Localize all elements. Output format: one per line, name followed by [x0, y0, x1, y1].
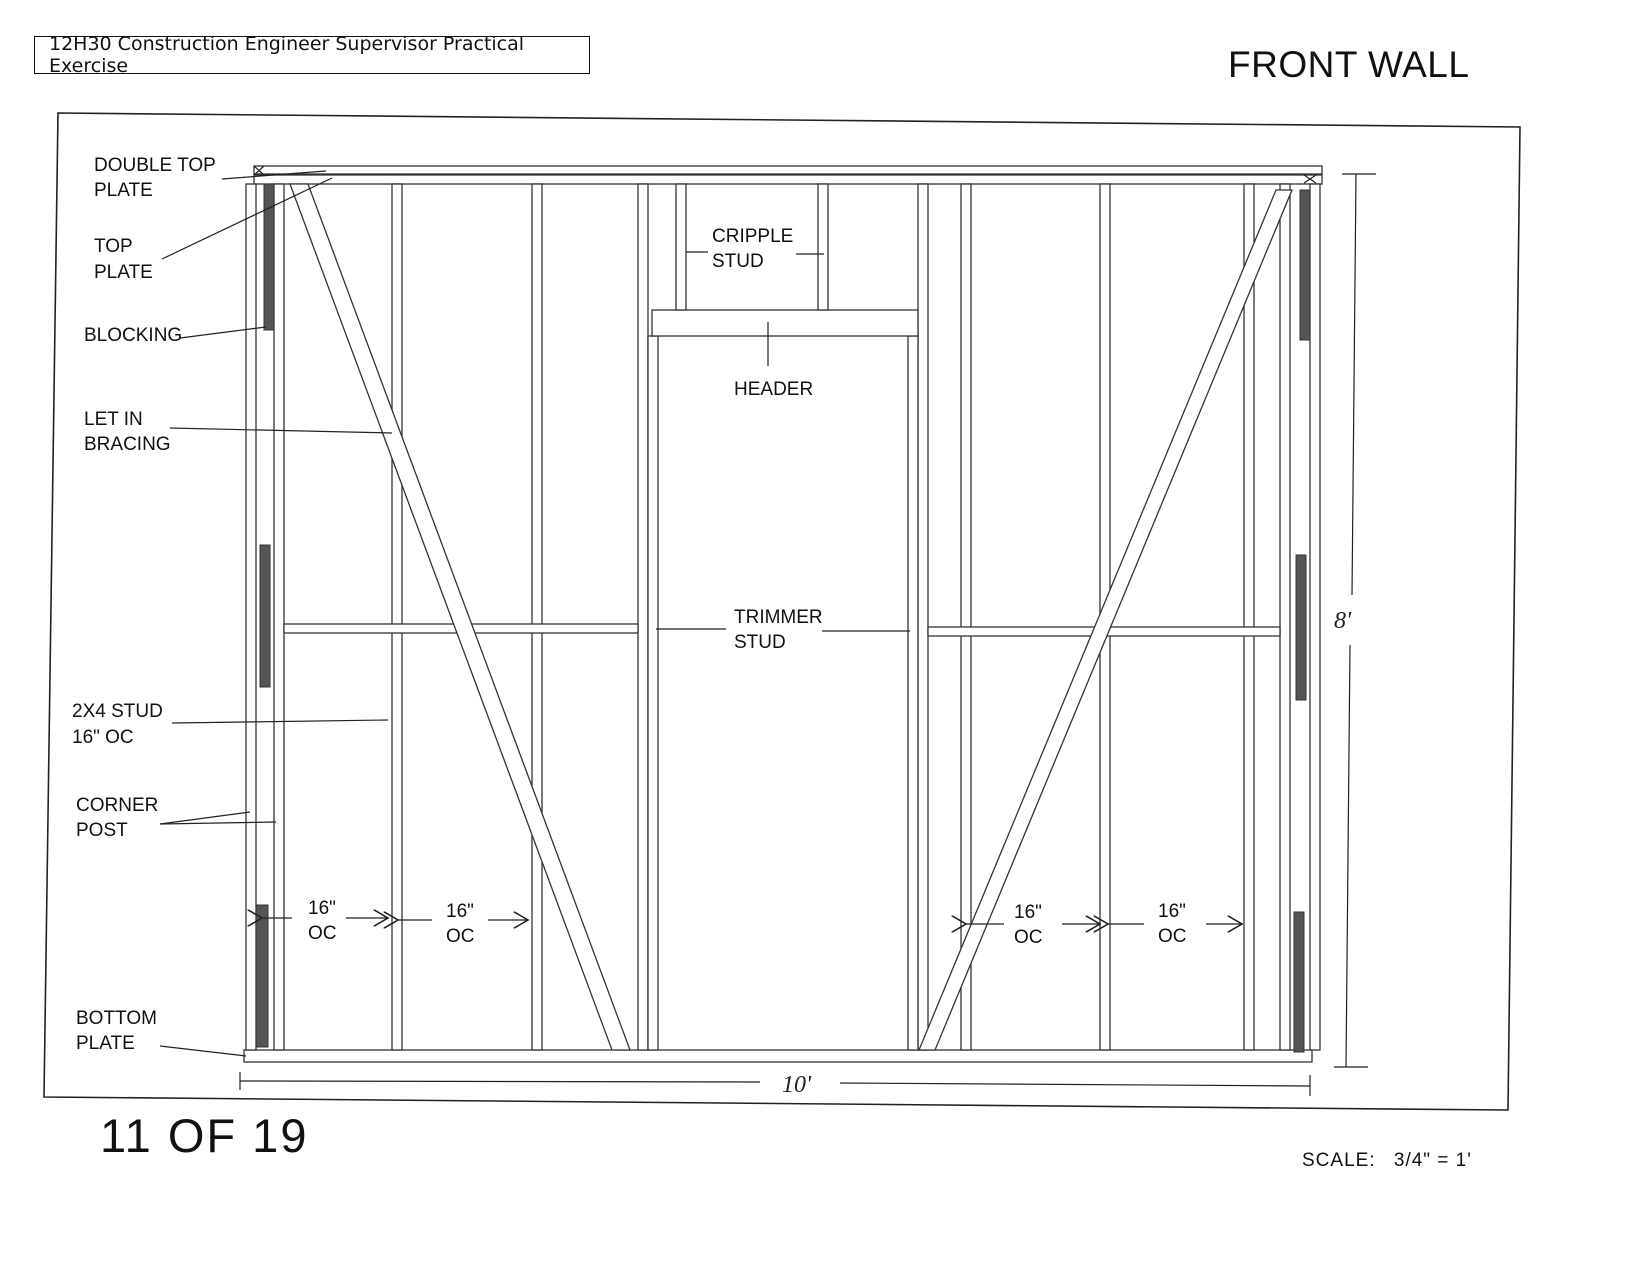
double-top-plate	[253, 165, 1323, 175]
svg-text:CORNER: CORNER	[76, 795, 158, 816]
right-corner-post-outer	[1309, 183, 1321, 1051]
drawing-border	[43, 112, 1521, 1111]
svg-text:POST: POST	[76, 820, 128, 841]
svg-text:PLATE: PLATE	[76, 1033, 135, 1054]
label-bottom-plate: BOTTOM PLATE	[76, 1008, 247, 1057]
svg-text:16": 16"	[1158, 901, 1186, 922]
svg-text:16": 16"	[1014, 902, 1042, 923]
right-blocking-top	[1299, 189, 1311, 341]
svg-text:STUD: STUD	[712, 251, 764, 272]
label-corner-post: CORNER POST	[76, 795, 277, 841]
label-2x4-stud: 2X4 STUD 16" OC	[72, 701, 389, 748]
svg-text:16" OC: 16" OC	[72, 727, 134, 748]
cripple-stud-left	[675, 183, 687, 311]
height-dimension-text: 8'	[1334, 608, 1352, 634]
scale-note: SCALE: 3/4" = 1'	[1302, 1150, 1484, 1172]
width-dimension-text: 10'	[782, 1072, 812, 1098]
let-in-bracing-left	[289, 183, 631, 1051]
label-header: HEADER	[734, 322, 813, 400]
svg-text:OC: OC	[1158, 926, 1187, 947]
svg-text:BOTTOM: BOTTOM	[76, 1008, 157, 1029]
svg-text:HEADER: HEADER	[734, 379, 813, 400]
svg-text:16": 16"	[308, 898, 336, 919]
right-blocking-middle	[1295, 554, 1307, 701]
svg-text:TOP: TOP	[94, 236, 133, 257]
svg-text:BLOCKING: BLOCKING	[84, 325, 182, 346]
page-counter: 11 OF 19	[100, 1109, 309, 1162]
height-dimension: 8'	[1334, 173, 1376, 1068]
let-in-bracing-right	[918, 189, 1293, 1051]
scale-label: SCALE:	[1302, 1150, 1376, 1171]
label-trimmer-stud: TRIMMER STUD	[656, 607, 910, 653]
bottom-plate	[243, 1049, 1313, 1063]
left-corner-post-inner	[273, 183, 285, 1051]
svg-text:2X4 STUD: 2X4 STUD	[72, 701, 163, 722]
left-corner-post-outer	[245, 183, 257, 1051]
spacing-mark-2: 16" OC	[398, 901, 528, 947]
label-let-in-bracing: LET IN BRACING	[84, 409, 393, 455]
svg-text:PLATE: PLATE	[94, 262, 153, 283]
right-blocking-bottom	[1293, 911, 1305, 1053]
sheet-title: FRONT WALL	[1228, 44, 1470, 85]
left-blocking-bottom	[255, 904, 269, 1048]
exercise-title: 12H30 Construction Engineer Supervisor P…	[49, 33, 525, 77]
stud	[1243, 183, 1255, 1051]
stud	[391, 183, 403, 1051]
king-stud-right	[917, 183, 929, 1051]
stud	[960, 183, 972, 1051]
label-blocking: BLOCKING	[84, 325, 267, 346]
svg-text:TRIMMER: TRIMMER	[734, 607, 823, 628]
svg-text:BRACING: BRACING	[84, 434, 171, 455]
left-blocking-top	[263, 183, 275, 331]
stud	[531, 183, 543, 1051]
svg-text:LET IN: LET IN	[84, 409, 143, 430]
king-stud-left	[637, 183, 649, 1051]
svg-text:OC: OC	[446, 926, 475, 947]
trimmer-stud-right	[907, 335, 919, 1051]
label-double-top-plate: DOUBLE TOP PLATE	[94, 155, 327, 201]
spacing-mark-4: 16" OC	[1108, 901, 1242, 947]
spacing-mark-1: 16" OC	[262, 898, 388, 944]
header-beam	[651, 309, 919, 337]
svg-text:STUD: STUD	[734, 632, 786, 653]
right-corner-post-inner	[1279, 183, 1291, 1051]
spacing-mark-3: 16" OC	[966, 902, 1100, 948]
width-dimension: 10'	[239, 1072, 1311, 1098]
plate-end-marks	[253, 165, 1317, 184]
left-blocking-middle	[259, 544, 271, 688]
label-cripple-stud: CRIPPLE STUD	[686, 226, 824, 272]
svg-text:PLATE: PLATE	[94, 180, 153, 201]
svg-text:DOUBLE TOP: DOUBLE TOP	[94, 155, 216, 176]
trimmer-stud-left	[647, 335, 659, 1051]
scale-value: 3/4" = 1'	[1393, 1150, 1472, 1171]
top-plate	[253, 174, 1323, 185]
svg-text:CRIPPLE: CRIPPLE	[712, 226, 793, 247]
label-top-plate: TOP PLATE	[94, 177, 333, 283]
exercise-title-box: 12H30 Construction Engineer Supervisor P…	[34, 33, 590, 77]
cripple-stud-right	[817, 183, 829, 311]
svg-text:OC: OC	[1014, 927, 1043, 948]
svg-text:16": 16"	[446, 901, 474, 922]
svg-text:OC: OC	[308, 923, 337, 944]
